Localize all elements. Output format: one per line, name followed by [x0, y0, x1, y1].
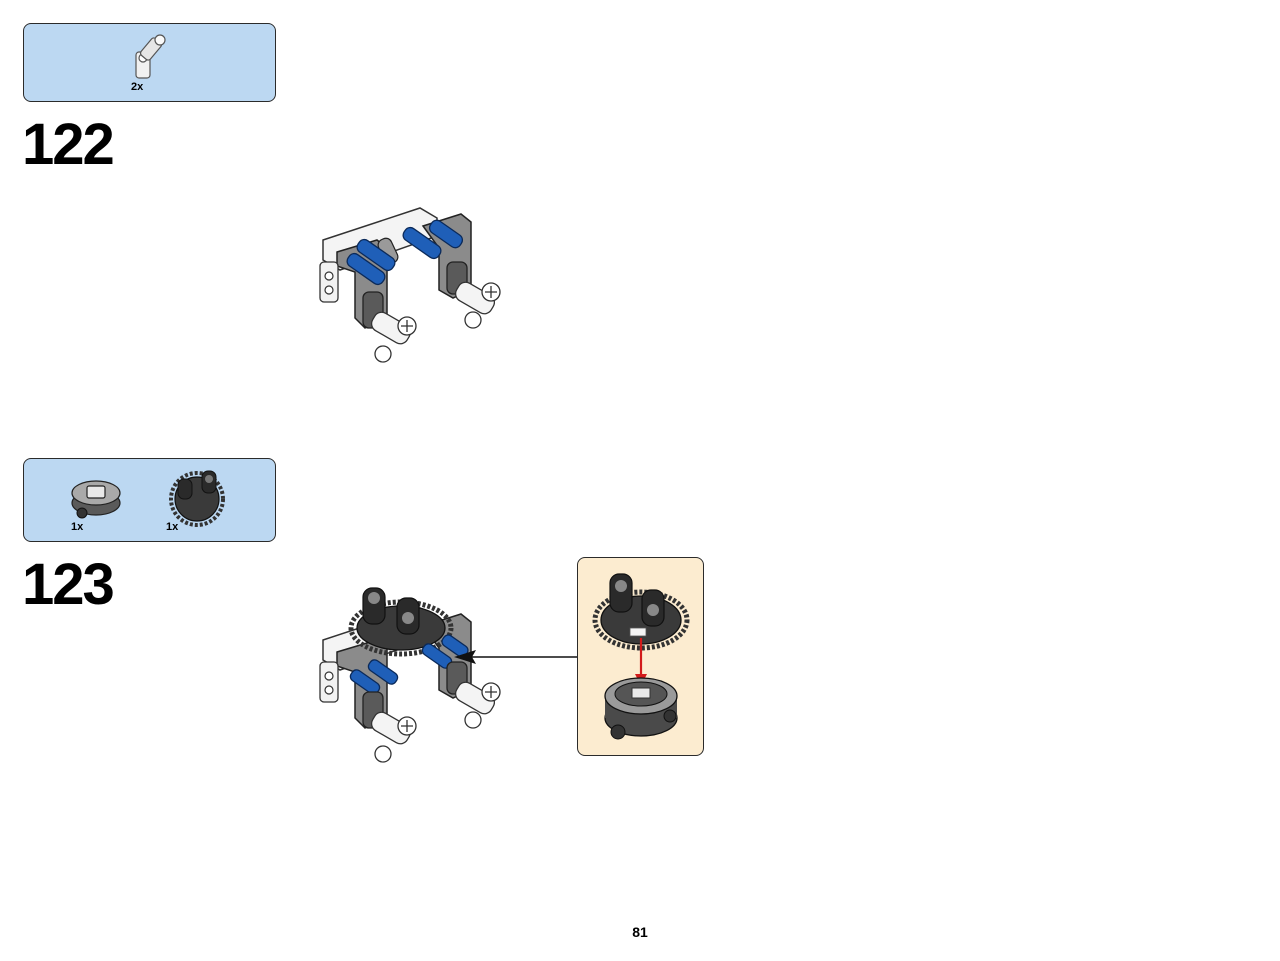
sub-assembly-illustration	[592, 573, 690, 740]
step-number: 123	[22, 552, 115, 617]
angle-connector-part-icon	[135, 34, 166, 79]
part-quantity: 1x	[166, 521, 179, 533]
angle-connector-left	[370, 311, 417, 363]
assembly-illustration-step-122	[319, 207, 501, 363]
turntable-top-gear-part-icon	[169, 470, 225, 527]
angle-connector-right	[454, 281, 501, 329]
blue-pin-group-left	[346, 238, 396, 286]
part-quantity: 2x	[131, 81, 144, 93]
parts-list-box-step-123: 1x 1x	[23, 458, 276, 542]
blue-pin-group-right	[402, 219, 464, 260]
parts-list-box-step-122: 2x	[23, 23, 276, 102]
turntable-gear-mounted	[348, 587, 454, 657]
sub-assembly-callout	[577, 557, 704, 756]
turntable-base-part-icon	[71, 480, 121, 519]
page-number: 81	[632, 924, 648, 940]
step-number: 122	[22, 112, 115, 177]
assembly-illustration-step-123	[319, 587, 501, 763]
placement-arrow-icon	[454, 650, 578, 664]
part-quantity: 1x	[71, 521, 84, 533]
